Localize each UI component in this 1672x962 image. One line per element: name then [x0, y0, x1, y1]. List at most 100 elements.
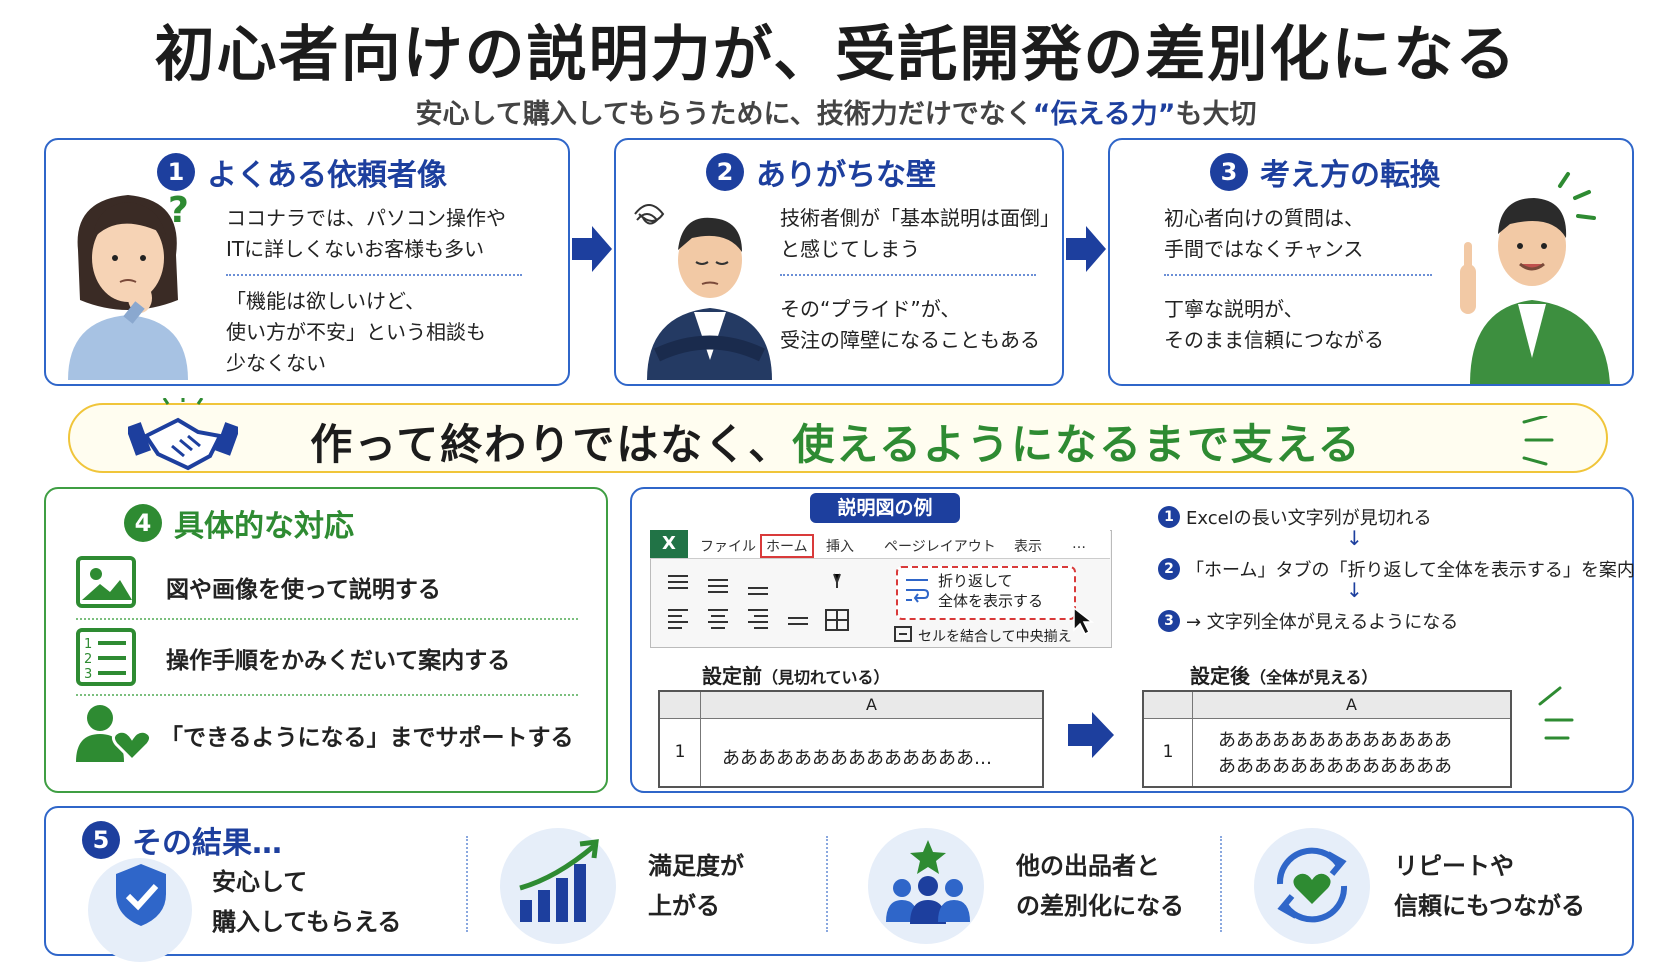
step-arrow-icon: ↓	[1346, 578, 1363, 602]
tab-home[interactable]: ホーム	[760, 534, 814, 558]
card2-number: 2	[706, 153, 744, 191]
flow-arrow-icon	[1066, 226, 1106, 272]
tab-file[interactable]: ファイル	[700, 539, 756, 555]
handshake-icon	[128, 398, 238, 471]
card3-title-text: 考え方の転換	[1260, 158, 1440, 193]
tab-view[interactable]: 表示	[1014, 539, 1042, 555]
card1-divider	[226, 274, 522, 276]
card3-title: 3 考え方の転換	[1210, 150, 1440, 194]
card3-line1: 初心者向けの質問は、	[1164, 206, 1364, 230]
before-label-text: 設定前	[702, 664, 762, 688]
card1-line2: ITに詳しくないお客様も多い	[226, 237, 485, 261]
card2-title: 2 ありがちな壁	[706, 150, 936, 194]
example-badge: 説明図の例	[810, 493, 960, 523]
card3-divider	[1164, 274, 1432, 276]
subtitle-highlight: “伝える力”	[1032, 99, 1176, 130]
step-number: 2	[1158, 558, 1180, 580]
result-line2: 上がる	[648, 892, 720, 920]
banner-text-green: 使えるようになるまで支える	[792, 420, 1362, 469]
card3-line3: 丁寧な説明が、	[1164, 297, 1304, 321]
action-item: 「できるようになる」までサポートする	[160, 725, 574, 751]
result-item: リピートや 信頼にもつながる	[1394, 846, 1585, 926]
result-line2: 信頼にもつながる	[1394, 892, 1586, 920]
cell-after-line1: あああああああああああああ	[1218, 730, 1452, 751]
question-icon: ?	[168, 190, 189, 231]
card1-line4: 使い方が不安」という相談も	[226, 320, 486, 344]
card3-number: 3	[1210, 153, 1248, 191]
result-item: 満足度が 上がる	[648, 846, 744, 926]
result-line1: 他の出品者と	[1016, 852, 1160, 880]
flow-arrow-icon	[572, 226, 612, 272]
merge-center-icon	[894, 626, 912, 642]
sparkle-lines-icon	[1522, 416, 1554, 466]
tab-page-layout[interactable]: ページレイアウト	[884, 539, 996, 555]
action-item: 図や画像を使って説明する	[166, 577, 441, 603]
column-header: A	[1193, 692, 1510, 719]
cursor-icon	[1073, 606, 1095, 636]
card4-title: 4 具体的な対応	[124, 501, 354, 545]
banner-text-black: 作って終わりではなく、	[310, 420, 793, 469]
action-item: 操作手順をかみくだいて案内する	[166, 648, 511, 674]
image-icon	[76, 556, 136, 608]
after-label: 設定後（全体が見える）	[1190, 660, 1378, 689]
excel-tab-bar	[650, 530, 1110, 559]
card2-line2: と感じてしまう	[780, 237, 920, 261]
subtitle-pre: 安心して購入してもらうために、技術力だけでなく	[415, 99, 1033, 130]
shield-check-icon	[116, 864, 166, 926]
row-header-corner	[1144, 692, 1193, 719]
wrap-text-label-2: 全体を表示する	[938, 592, 1044, 610]
spreadsheet-before: A 1 ああああああああああああああ…	[658, 690, 1044, 788]
card4-divider	[76, 694, 578, 696]
step-arrow-icon: ↓	[1346, 526, 1363, 550]
card2-divider	[780, 274, 1036, 276]
result-line2: の差別化になる	[1016, 892, 1184, 920]
before-note: （見切れている）	[762, 668, 890, 687]
key-message-banner	[68, 403, 1608, 473]
result-separator	[826, 836, 828, 932]
result-line1: 安心して	[212, 868, 308, 896]
refresh-heart-icon	[1276, 847, 1348, 923]
card2-line3: その“プライド”が、	[780, 297, 961, 321]
card3-line2: 手間ではなくチャンス	[1164, 237, 1364, 261]
row-header-corner	[660, 692, 701, 719]
result-line1: 満足度が	[648, 852, 744, 880]
card4-number: 4	[124, 504, 162, 542]
support-heart-icon	[76, 705, 150, 763]
banner-message: 作って終わりではなく、使えるようになるまで支える	[0, 411, 1672, 472]
example-step: 2 「ホーム」タブの「折り返して全体を表示する」を案内	[1158, 556, 1635, 582]
cell-before: ああああああああああああああ…	[722, 748, 992, 769]
before-after-arrow-icon	[1068, 712, 1114, 758]
team-star-icon	[886, 840, 970, 924]
card1-title: 1 よくある依頼者像	[157, 150, 447, 194]
result-item: 他の出品者と の差別化になる	[1016, 846, 1184, 926]
card5-title-text: その結果…	[132, 826, 282, 861]
merge-center-label: セルを結合して中央揃え	[918, 629, 1072, 645]
smiling-man-icon	[1460, 172, 1610, 384]
tab-more[interactable]: …	[1072, 536, 1086, 552]
card1-line5: 少なくない	[226, 351, 326, 375]
before-label: 設定前（見切れている）	[702, 660, 890, 689]
card4-title-text: 具体的な対応	[174, 509, 354, 544]
step-text: 「ホーム」タブの「折り返して全体を表示する」を案内	[1186, 560, 1635, 581]
cell-after-line2: あああああああああああああ	[1218, 756, 1452, 777]
card1-line3: 「機能は欲しいけど、	[226, 289, 425, 313]
list-icon: 1 2 3	[76, 628, 136, 686]
after-label-text: 設定後	[1190, 664, 1250, 688]
worried-woman-icon	[68, 195, 188, 380]
tab-insert[interactable]: 挿入	[826, 539, 854, 555]
wrap-text-button[interactable]	[896, 566, 1076, 620]
card4-divider	[76, 618, 578, 620]
column-header: A	[701, 692, 1042, 719]
row-number: 1	[660, 719, 701, 786]
after-note: （全体が見える）	[1250, 668, 1378, 687]
card1-number: 1	[157, 153, 195, 191]
card1-line1: ココナラでは、パソコン操作や	[226, 206, 506, 230]
page-title: 初心者向けの説明力が、受託開発の差別化になる	[154, 20, 1518, 90]
sparkle-lines-icon	[1538, 686, 1574, 740]
card2-title-text: ありがちな壁	[756, 158, 936, 193]
result-separator	[1220, 836, 1222, 932]
svg-text:2: 2	[84, 652, 92, 667]
result-line2: 購入してもらえる	[212, 908, 402, 936]
step-number: 3	[1158, 610, 1180, 632]
result-item: 安心して 購入してもらえる	[212, 862, 401, 942]
